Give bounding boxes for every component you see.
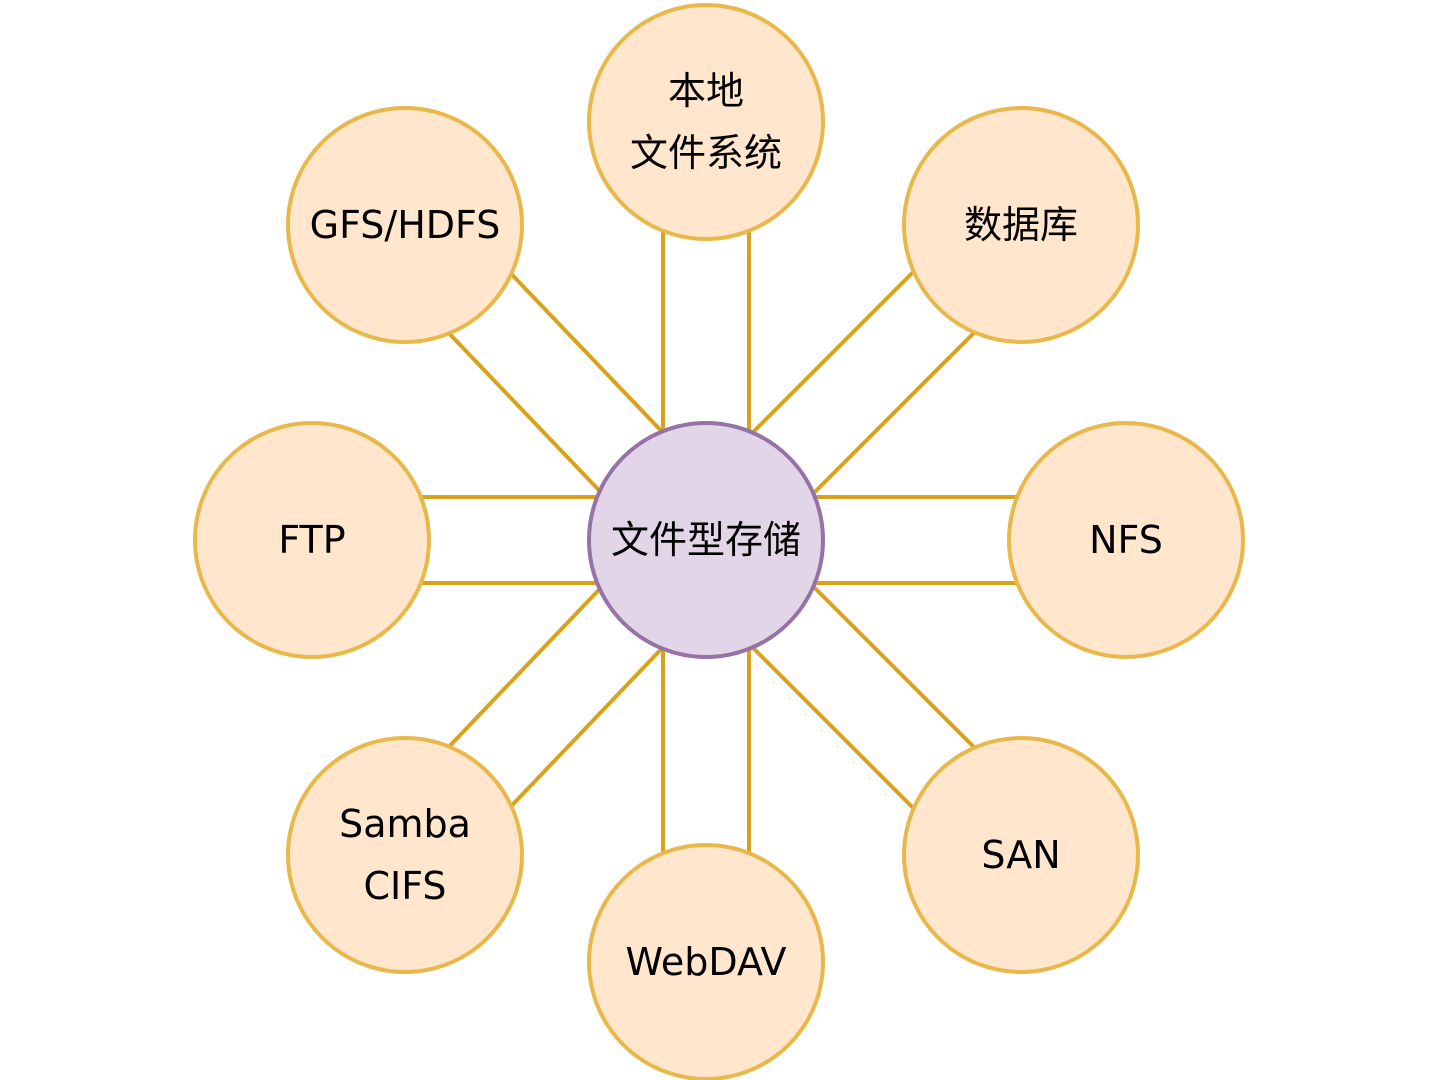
node-label-webdav: WebDAV: [626, 940, 787, 984]
connector-san-2: [751, 645, 916, 810]
node-label-samba-cifs-2: CIFS: [363, 864, 446, 908]
connector-database-1: [751, 270, 916, 435]
connector-samba-cifs-2: [447, 587, 602, 748]
node-webdav[interactable]: WebDAV: [587, 843, 825, 1080]
connector-samba-cifs-1: [509, 647, 664, 808]
node-nfs[interactable]: NFS: [1007, 421, 1245, 659]
node-label-san: SAN: [981, 833, 1060, 877]
node-circle-san[interactable]: [902, 736, 1140, 974]
node-database[interactable]: 数据库: [902, 106, 1140, 344]
node-label-samba-cifs-1: Samba: [339, 802, 471, 846]
node-circle-samba-cifs[interactable]: [286, 736, 524, 974]
node-label-gfs-hdfs: GFS/HDFS: [310, 203, 501, 247]
node-circle-webdav[interactable]: [587, 843, 825, 1080]
connector-san-1: [811, 585, 976, 750]
node-label-local-fs-1: 本地: [668, 69, 744, 113]
node-circle-center[interactable]: [587, 421, 825, 659]
connector-gfs-hdfs-2: [509, 272, 664, 433]
node-label-center: 文件型存储: [611, 518, 801, 562]
node-gfs-hdfs[interactable]: GFS/HDFS: [286, 106, 524, 344]
connector-group: [420, 230, 1018, 854]
node-ftp[interactable]: FTP: [193, 421, 431, 659]
node-circle-local-fs[interactable]: [587, 3, 825, 241]
connector-gfs-hdfs-1: [447, 332, 602, 493]
node-circle-database[interactable]: [902, 106, 1140, 344]
node-circle-gfs-hdfs[interactable]: [286, 106, 524, 344]
node-label-ftp: FTP: [278, 518, 345, 562]
center-node-center[interactable]: 文件型存储: [587, 421, 825, 659]
node-label-database: 数据库: [964, 203, 1078, 247]
node-san[interactable]: SAN: [902, 736, 1140, 974]
connector-database-2: [811, 330, 976, 495]
node-label-local-fs-2: 文件系统: [630, 131, 782, 175]
node-circle-nfs[interactable]: [1007, 421, 1245, 659]
node-circle-ftp[interactable]: [193, 421, 431, 659]
node-label-nfs: NFS: [1089, 518, 1163, 562]
